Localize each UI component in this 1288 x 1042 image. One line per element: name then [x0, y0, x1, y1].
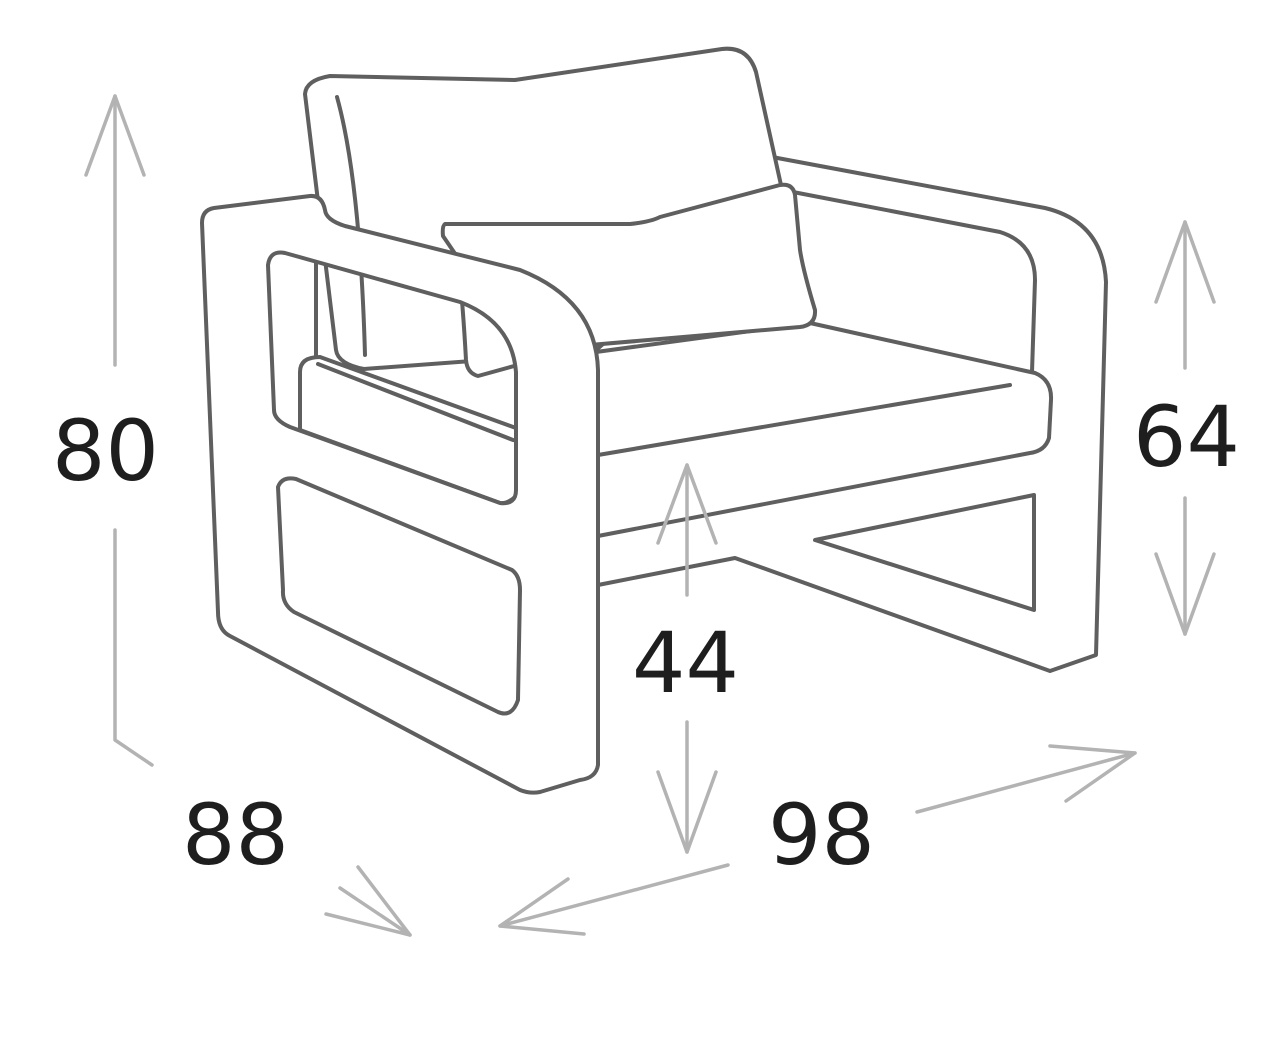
height-arrow — [84, 94, 154, 767]
width-label: 98 — [768, 786, 875, 884]
dimension-labels: 80 64 44 88 98 — [52, 388, 1240, 884]
seat-height-arrow — [656, 463, 718, 854]
left-arm-frame — [200, 193, 600, 795]
height-label: 80 — [52, 402, 159, 500]
arm-height-label: 64 — [1133, 388, 1240, 486]
depth-arrow — [324, 865, 412, 937]
right-side-frame — [596, 155, 1108, 673]
dimension-arrows — [84, 94, 1216, 937]
depth-label: 88 — [182, 786, 289, 884]
seat-height-label: 44 — [632, 614, 739, 712]
armchair-drawing — [200, 46, 1108, 795]
arm-height-arrow — [1154, 220, 1216, 636]
width-arrow — [498, 744, 1137, 936]
